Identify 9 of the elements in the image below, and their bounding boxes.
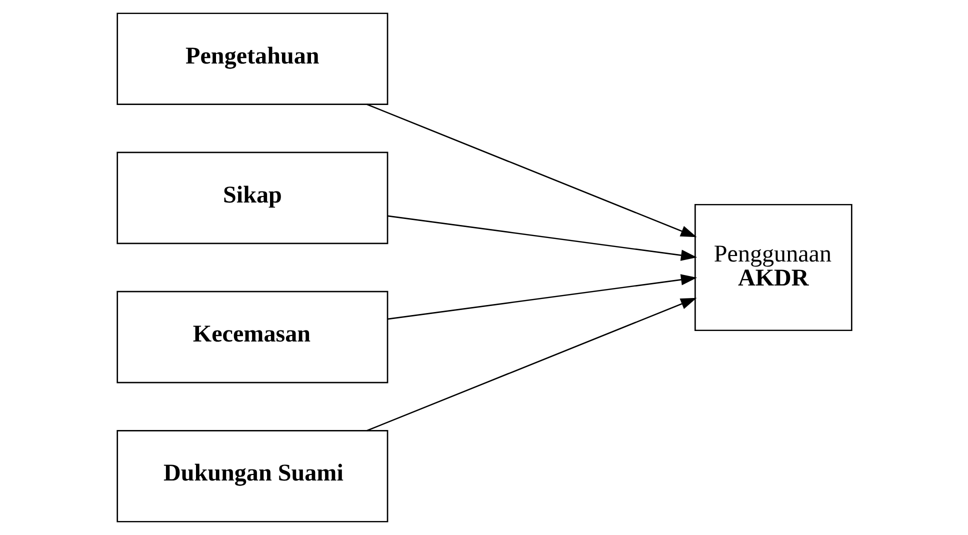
- arrow: [387, 274, 697, 320]
- node-box: Penggunaan AKDR: [694, 204, 852, 332]
- arrow: [366, 104, 696, 238]
- node-box: Kecemasan: [116, 290, 388, 384]
- node-box: Sikap: [116, 152, 388, 244]
- arrow: [366, 298, 696, 432]
- node-box: Pengetahuan: [116, 12, 388, 105]
- node-box: Dukungan Suami: [116, 430, 388, 522]
- arrow: [387, 215, 697, 261]
